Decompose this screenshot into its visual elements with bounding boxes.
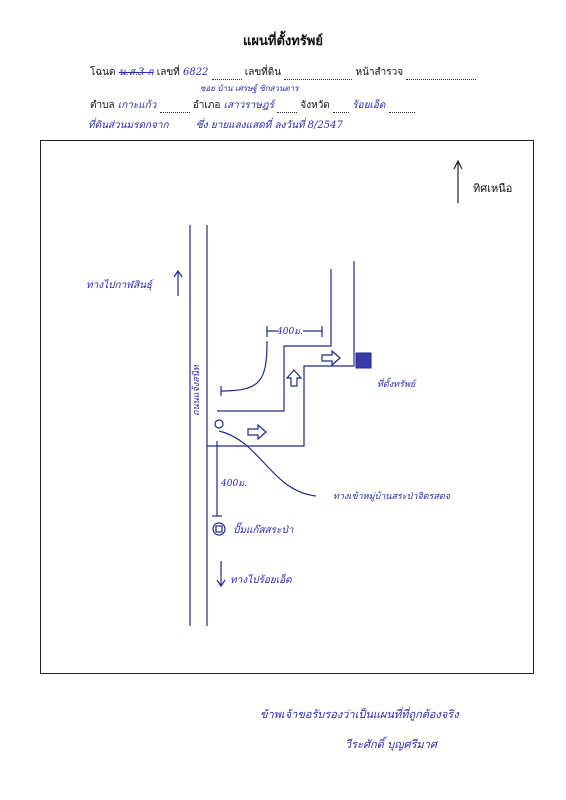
deed-label: โฉนด [90, 67, 116, 78]
survey-label: หน้าสำรวจ [355, 67, 404, 78]
address-note: ซอย บ้าน เศรษฐ์ ซิกสวนดาร [200, 84, 299, 93]
north-label: ทิศเหนือ [473, 182, 513, 195]
number-label: เลขที่ [156, 67, 180, 78]
distance-bottom-label: 400ม. [221, 479, 247, 489]
deed-row: โฉนด น.ส.3 ก เลขที่ 6822 เลขที่ดิน หน้าส… [90, 65, 477, 80]
number-value: 6822 [182, 67, 209, 78]
owner-note: ที่ดินส่วนมรดกจาก [88, 120, 169, 131]
map-frame: ทิศเหนือ ทางไปกาฬสินธุ์ ทางไปร้อยเอ็ด ถน… [40, 140, 534, 674]
station-label: ปั๊มแก๊สสระป่า [233, 525, 294, 536]
road-name-label: ถนนแจ้งสนิท [192, 365, 202, 416]
lane-upper-edge [217, 269, 332, 412]
lane-label: ทางเข้าหมู่บ้านสระป่าจิตรสดจ [333, 492, 450, 502]
registration-note: ซึ่ง ยายแลงแสดที่ ลงวันที่ 8/2547 [196, 120, 343, 131]
property-label: ที่ตั้งทรัพย์ [377, 380, 416, 390]
page-title: แผนที่ตั้งทรัพย์ [243, 34, 323, 49]
district-value: เสาวราษฎร์ [223, 100, 274, 111]
map-drawing [173, 159, 463, 626]
property-marker [355, 352, 372, 369]
distance-top-label: 400ม. [277, 324, 303, 338]
signature: วีระศักดิ์ บุญศรีมาศ [345, 738, 437, 751]
certify-text: ข้าพเจ้าขอรับรองว่าเป็นแผนที่ที่ถูกต้องจ… [260, 708, 459, 721]
subdistrict-label: ตำบล [90, 100, 115, 111]
deed-value: น.ส.3 ก [118, 67, 154, 78]
district-label: อำเภอ [192, 100, 221, 111]
province-label: จังหวัด [300, 100, 330, 111]
land-no-label: เลขที่ดิน [244, 67, 282, 78]
location-row: ตำบล เกาะแก้ว อำเภอ เสาวราษฎร์ จังหวัด ร… [90, 98, 415, 113]
subdistrict-value: เกาะแก้ว [117, 100, 157, 111]
province-value: ร้อยเอ็ด [352, 100, 386, 111]
to-south-label: ทางไปร้อยเอ็ด [230, 575, 292, 586]
lane-lower-edge [207, 261, 355, 447]
to-city-label: ทางไปกาฬสินธุ์ [86, 280, 153, 291]
